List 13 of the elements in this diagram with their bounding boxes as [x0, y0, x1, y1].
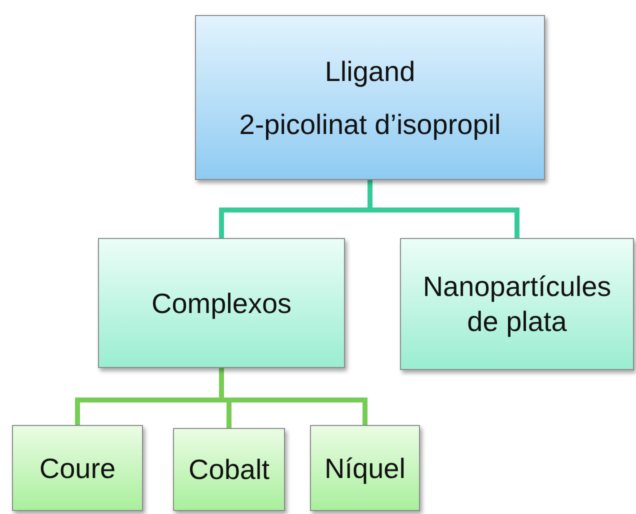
category-box — [12, 425, 143, 511]
box-label: Lligand — [324, 54, 416, 88]
box-label: 2-picolinat d’isopropil — [239, 108, 501, 142]
box-label: Níquel — [324, 452, 406, 486]
box-label: Nanopartícules de plata — [422, 270, 612, 339]
box-label: Cobalt — [188, 453, 270, 487]
category-box — [195, 15, 545, 180]
category-box — [173, 428, 285, 511]
category-box — [310, 425, 420, 511]
box-label: Coure — [39, 452, 116, 486]
category-box — [98, 238, 345, 368]
category-box — [400, 238, 634, 370]
box-label: Complexos — [151, 286, 292, 320]
